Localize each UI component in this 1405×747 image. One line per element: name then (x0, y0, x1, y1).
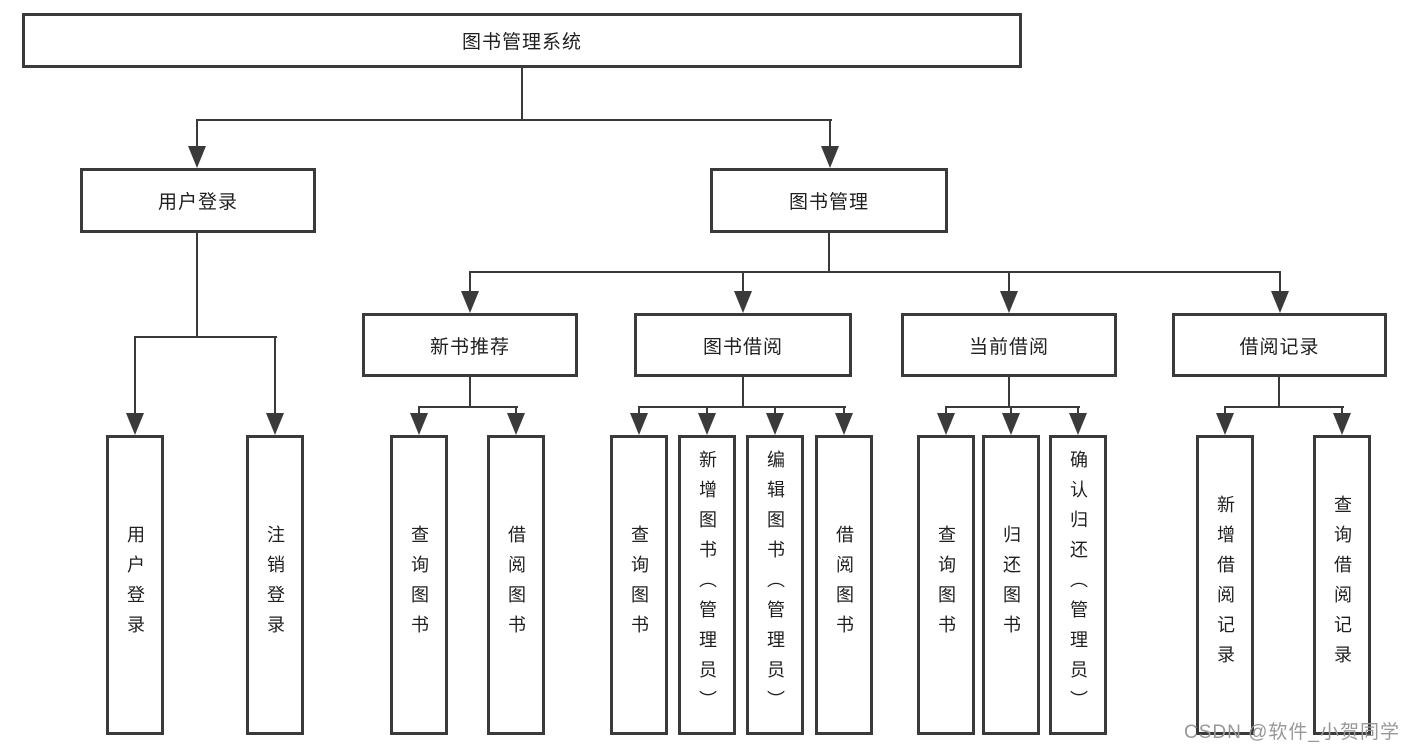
connector-root-stem (521, 68, 523, 120)
node-user-login-label: 用户登录 (157, 192, 238, 213)
leaf-logout-label: 注销登录 (265, 525, 285, 645)
leaf-query-books-current-label: 查询图书 (936, 525, 956, 645)
leaf-user-login-label: 用户登录 (125, 525, 145, 645)
leaf-query-books-borrowing-label: 查询图书 (629, 525, 649, 645)
leaf-query-borrow-record: 查询借阅记录 (1313, 435, 1371, 735)
arrowhead-edit-books-admin-icon (766, 413, 784, 435)
connector-drop-book-borrowing (742, 271, 744, 293)
connector-drop-edit-books-admin (774, 406, 776, 417)
connector-drop-new-book-recommend (469, 271, 471, 293)
connector-drop-book-management (829, 119, 831, 149)
connector-book-borrowing-stem (742, 377, 744, 408)
connector-drop-add-books-admin (706, 406, 708, 417)
leaf-edit-books-admin-label: 编辑图书（管理员） (765, 450, 785, 720)
node-current-borrowing: 当前借阅 (901, 313, 1117, 377)
connector-drop-return-books (1010, 406, 1012, 417)
node-new-book-recommend: 新书推荐 (362, 313, 578, 377)
arrowhead-confirm-return-admin-icon (1069, 413, 1087, 435)
node-book-borrowing: 图书借阅 (634, 313, 852, 377)
arrowhead-borrow-books-recommend-icon (507, 413, 525, 435)
arrowhead-borrow-records-icon (1271, 291, 1289, 313)
csdn-watermark: CSDN @软件_小贺同学 (1184, 722, 1400, 743)
node-book-borrowing-label: 图书借阅 (702, 336, 783, 358)
connector-new-book-recommend-stem (469, 377, 471, 408)
connector-borrow-records-rail (1224, 406, 1344, 408)
connector-drop-borrow-records (1279, 271, 1281, 293)
leaf-add-borrow-record-label: 新增借阅记录 (1215, 495, 1235, 675)
arrowhead-new-book-recommend-icon (461, 291, 479, 313)
arrowhead-book-borrowing-icon (734, 291, 752, 313)
leaf-borrow-books-recommend-label: 借阅图书 (506, 525, 526, 645)
connector-book-management-stem (828, 233, 830, 273)
connector-current-borrowing-rail (945, 406, 1080, 408)
node-root-label: 图书管理系统 (461, 32, 582, 53)
leaf-query-books-current: 查询图书 (917, 435, 975, 735)
arrowhead-return-books-icon (1002, 413, 1020, 435)
connector-drop-query-borrow-record (1341, 406, 1343, 417)
node-book-management-label: 图书管理 (788, 192, 869, 213)
node-user-login: 用户登录 (80, 168, 316, 233)
leaf-add-borrow-record: 新增借阅记录 (1196, 435, 1254, 735)
connector-drop-borrow-books-recommend (515, 406, 517, 417)
arrowhead-current-borrowing-icon (1000, 291, 1018, 313)
connector-drop-user-login (196, 119, 198, 149)
node-borrow-records-label: 借阅记录 (1239, 336, 1320, 358)
connector-new-book-recommend-rail (418, 406, 518, 408)
connector-drop-add-borrow-record (1224, 406, 1226, 417)
connector-drop-logout (274, 336, 276, 416)
leaf-query-borrow-record-label: 查询借阅记录 (1332, 495, 1352, 675)
node-book-management: 图书管理 (710, 168, 948, 233)
arrowhead-user-login-leaf-icon (126, 413, 144, 435)
leaf-confirm-return-admin-label: 确认归还（管理员） (1068, 450, 1088, 720)
arrowhead-query-borrow-record-icon (1333, 413, 1351, 435)
leaf-edit-books-admin: 编辑图书（管理员） (746, 435, 804, 735)
leaf-borrow-books-borrowing-label: 借阅图书 (834, 525, 854, 645)
connector-user-login-rail (134, 336, 277, 338)
connector-drop-query-books-recommend (418, 406, 420, 417)
leaf-confirm-return-admin: 确认归还（管理员） (1049, 435, 1107, 735)
leaf-borrow-books-recommend: 借阅图书 (487, 435, 545, 735)
leaf-add-books-admin-label: 新增图书（管理员） (697, 450, 717, 720)
arrowhead-user-login-icon (188, 146, 206, 168)
node-borrow-records: 借阅记录 (1172, 313, 1387, 377)
arrowhead-query-books-borrowing-icon (630, 413, 648, 435)
leaf-query-books-borrowing: 查询图书 (610, 435, 668, 735)
connector-root-rail (196, 119, 832, 121)
connector-drop-query-books-current (945, 406, 947, 417)
arrowhead-query-books-recommend-icon (410, 413, 428, 435)
leaf-logout: 注销登录 (246, 435, 304, 735)
arrowhead-add-books-admin-icon (698, 413, 716, 435)
connector-drop-current-borrowing (1008, 271, 1010, 293)
connector-current-borrowing-stem (1008, 377, 1010, 408)
leaf-query-books-recommend: 查询图书 (390, 435, 448, 735)
leaf-return-books-label: 归还图书 (1001, 525, 1021, 645)
connector-borrow-records-stem (1278, 377, 1280, 408)
connector-drop-query-books-borrowing (638, 406, 640, 417)
node-root: 图书管理系统 (22, 13, 1022, 68)
connector-drop-borrow-books-borrowing (843, 406, 845, 417)
leaf-query-books-recommend-label: 查询图书 (409, 525, 429, 645)
leaf-user-login: 用户登录 (106, 435, 164, 735)
leaf-add-books-admin: 新增图书（管理员） (678, 435, 736, 735)
connector-drop-confirm-return-admin (1077, 406, 1079, 417)
connector-book-management-rail (469, 271, 1281, 273)
arrowhead-add-borrow-record-icon (1216, 413, 1234, 435)
arrowhead-borrow-books-borrowing-icon (835, 413, 853, 435)
arrowhead-book-management-icon (821, 146, 839, 168)
node-new-book-recommend-label: 新书推荐 (429, 336, 510, 358)
node-current-borrowing-label: 当前借阅 (968, 336, 1049, 358)
connector-user-login-stem (196, 233, 198, 338)
leaf-borrow-books-borrowing: 借阅图书 (815, 435, 873, 735)
arrowhead-query-books-current-icon (937, 413, 955, 435)
leaf-return-books: 归还图书 (982, 435, 1040, 735)
connector-drop-user-login-leaf (134, 336, 136, 416)
arrowhead-logout-icon (266, 413, 284, 435)
connector-book-borrowing-rail (638, 406, 846, 408)
